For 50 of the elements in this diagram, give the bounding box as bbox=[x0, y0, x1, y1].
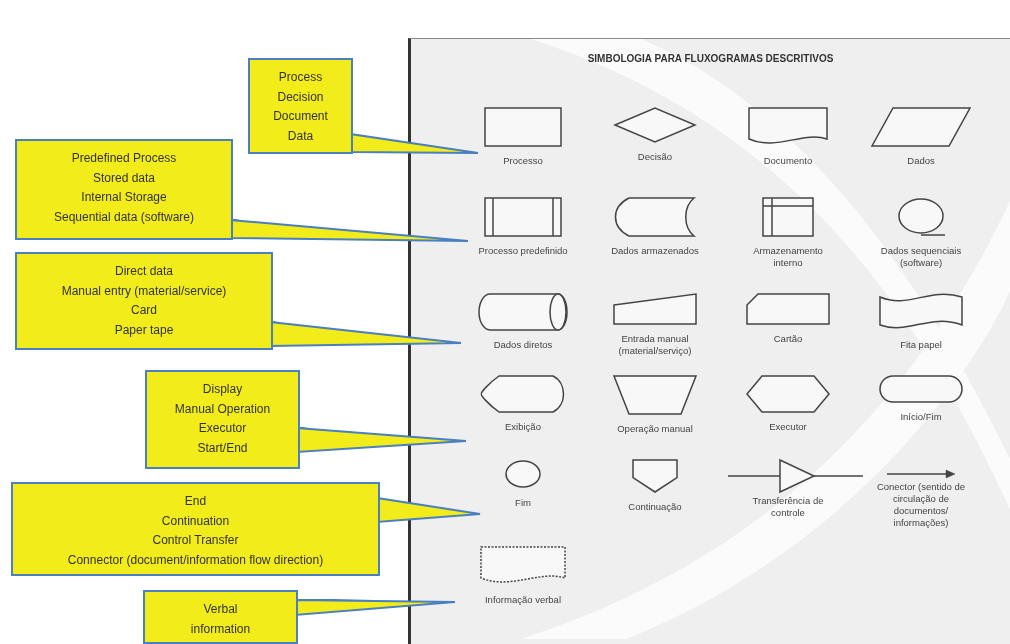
callout-text: Continuation bbox=[160, 512, 231, 530]
symbol-label: Armazenamento interno bbox=[752, 245, 824, 269]
callout-text: Document bbox=[272, 108, 329, 125]
symbol-label: Dados sequenciais (software) bbox=[879, 245, 963, 269]
callout-box bbox=[15, 252, 273, 350]
symbol-label: Operação manual bbox=[617, 423, 693, 435]
callout-text: Start/End bbox=[196, 439, 249, 457]
callout-text: Process bbox=[277, 69, 324, 86]
callout-text: Verbal bbox=[202, 601, 239, 618]
callout-text: Sequential data (software) bbox=[52, 208, 196, 226]
callout-text: Internal Storage bbox=[80, 189, 168, 206]
callout-text: Manual entry (material/service) bbox=[60, 282, 228, 300]
callout-text: Card bbox=[130, 302, 158, 319]
symbol-label: Início/Fim bbox=[900, 411, 942, 423]
callout-text: Manual Operation bbox=[173, 400, 272, 418]
callout-text: End bbox=[183, 493, 208, 510]
callout-text: Paper tape bbox=[113, 321, 175, 339]
symbol-label: Exibição bbox=[505, 421, 541, 433]
symbol-label: Entrada manual (material/serviço) bbox=[617, 333, 693, 357]
callout-text: Display bbox=[201, 381, 244, 398]
callout-box bbox=[248, 58, 353, 154]
callout-text: Data bbox=[286, 127, 315, 145]
symbol-label: Informação verbal bbox=[484, 594, 561, 606]
symbol-label: Transferência de controle bbox=[751, 495, 825, 519]
callout-text: information bbox=[189, 620, 252, 638]
callout-text: Stored data bbox=[91, 169, 156, 187]
callout-text: Predefined Process bbox=[70, 150, 178, 167]
symbol-label: Continuação bbox=[628, 501, 682, 513]
callout-text: Executor bbox=[197, 420, 248, 437]
symbol-label: Dados diretos bbox=[493, 339, 553, 351]
callout-text: Decision bbox=[276, 88, 325, 106]
symbol-label: Fim bbox=[515, 497, 531, 509]
symbol-label: Processo predefinido bbox=[478, 245, 568, 257]
symbol-label: Cartão bbox=[773, 333, 803, 345]
callout-box bbox=[15, 139, 233, 240]
symbol-label: Dados armazenados bbox=[611, 245, 699, 257]
callout-box bbox=[143, 590, 298, 644]
callout-text: Direct data bbox=[114, 263, 174, 280]
symbol-label: Fita papel bbox=[900, 339, 942, 351]
symbol-label: Conector (sentido de circulação de documentos/ informações) bbox=[875, 481, 967, 529]
symbol-label: Executor bbox=[769, 421, 807, 433]
callout-box bbox=[11, 482, 380, 576]
callout-box bbox=[145, 370, 300, 469]
symbol-label: Decisão bbox=[637, 151, 673, 163]
chart-title: SIMBOLOGIA PARA FLUXOGRAMAS DESCRITIVOS bbox=[586, 53, 835, 64]
symbol-label: Dados bbox=[907, 155, 935, 167]
callout-text: Control Transfer bbox=[151, 532, 240, 549]
symbol-label: Processo bbox=[503, 155, 543, 167]
callout-text: Connector (document/information flow direction) bbox=[66, 551, 325, 569]
symbol-label: Documento bbox=[763, 155, 813, 167]
